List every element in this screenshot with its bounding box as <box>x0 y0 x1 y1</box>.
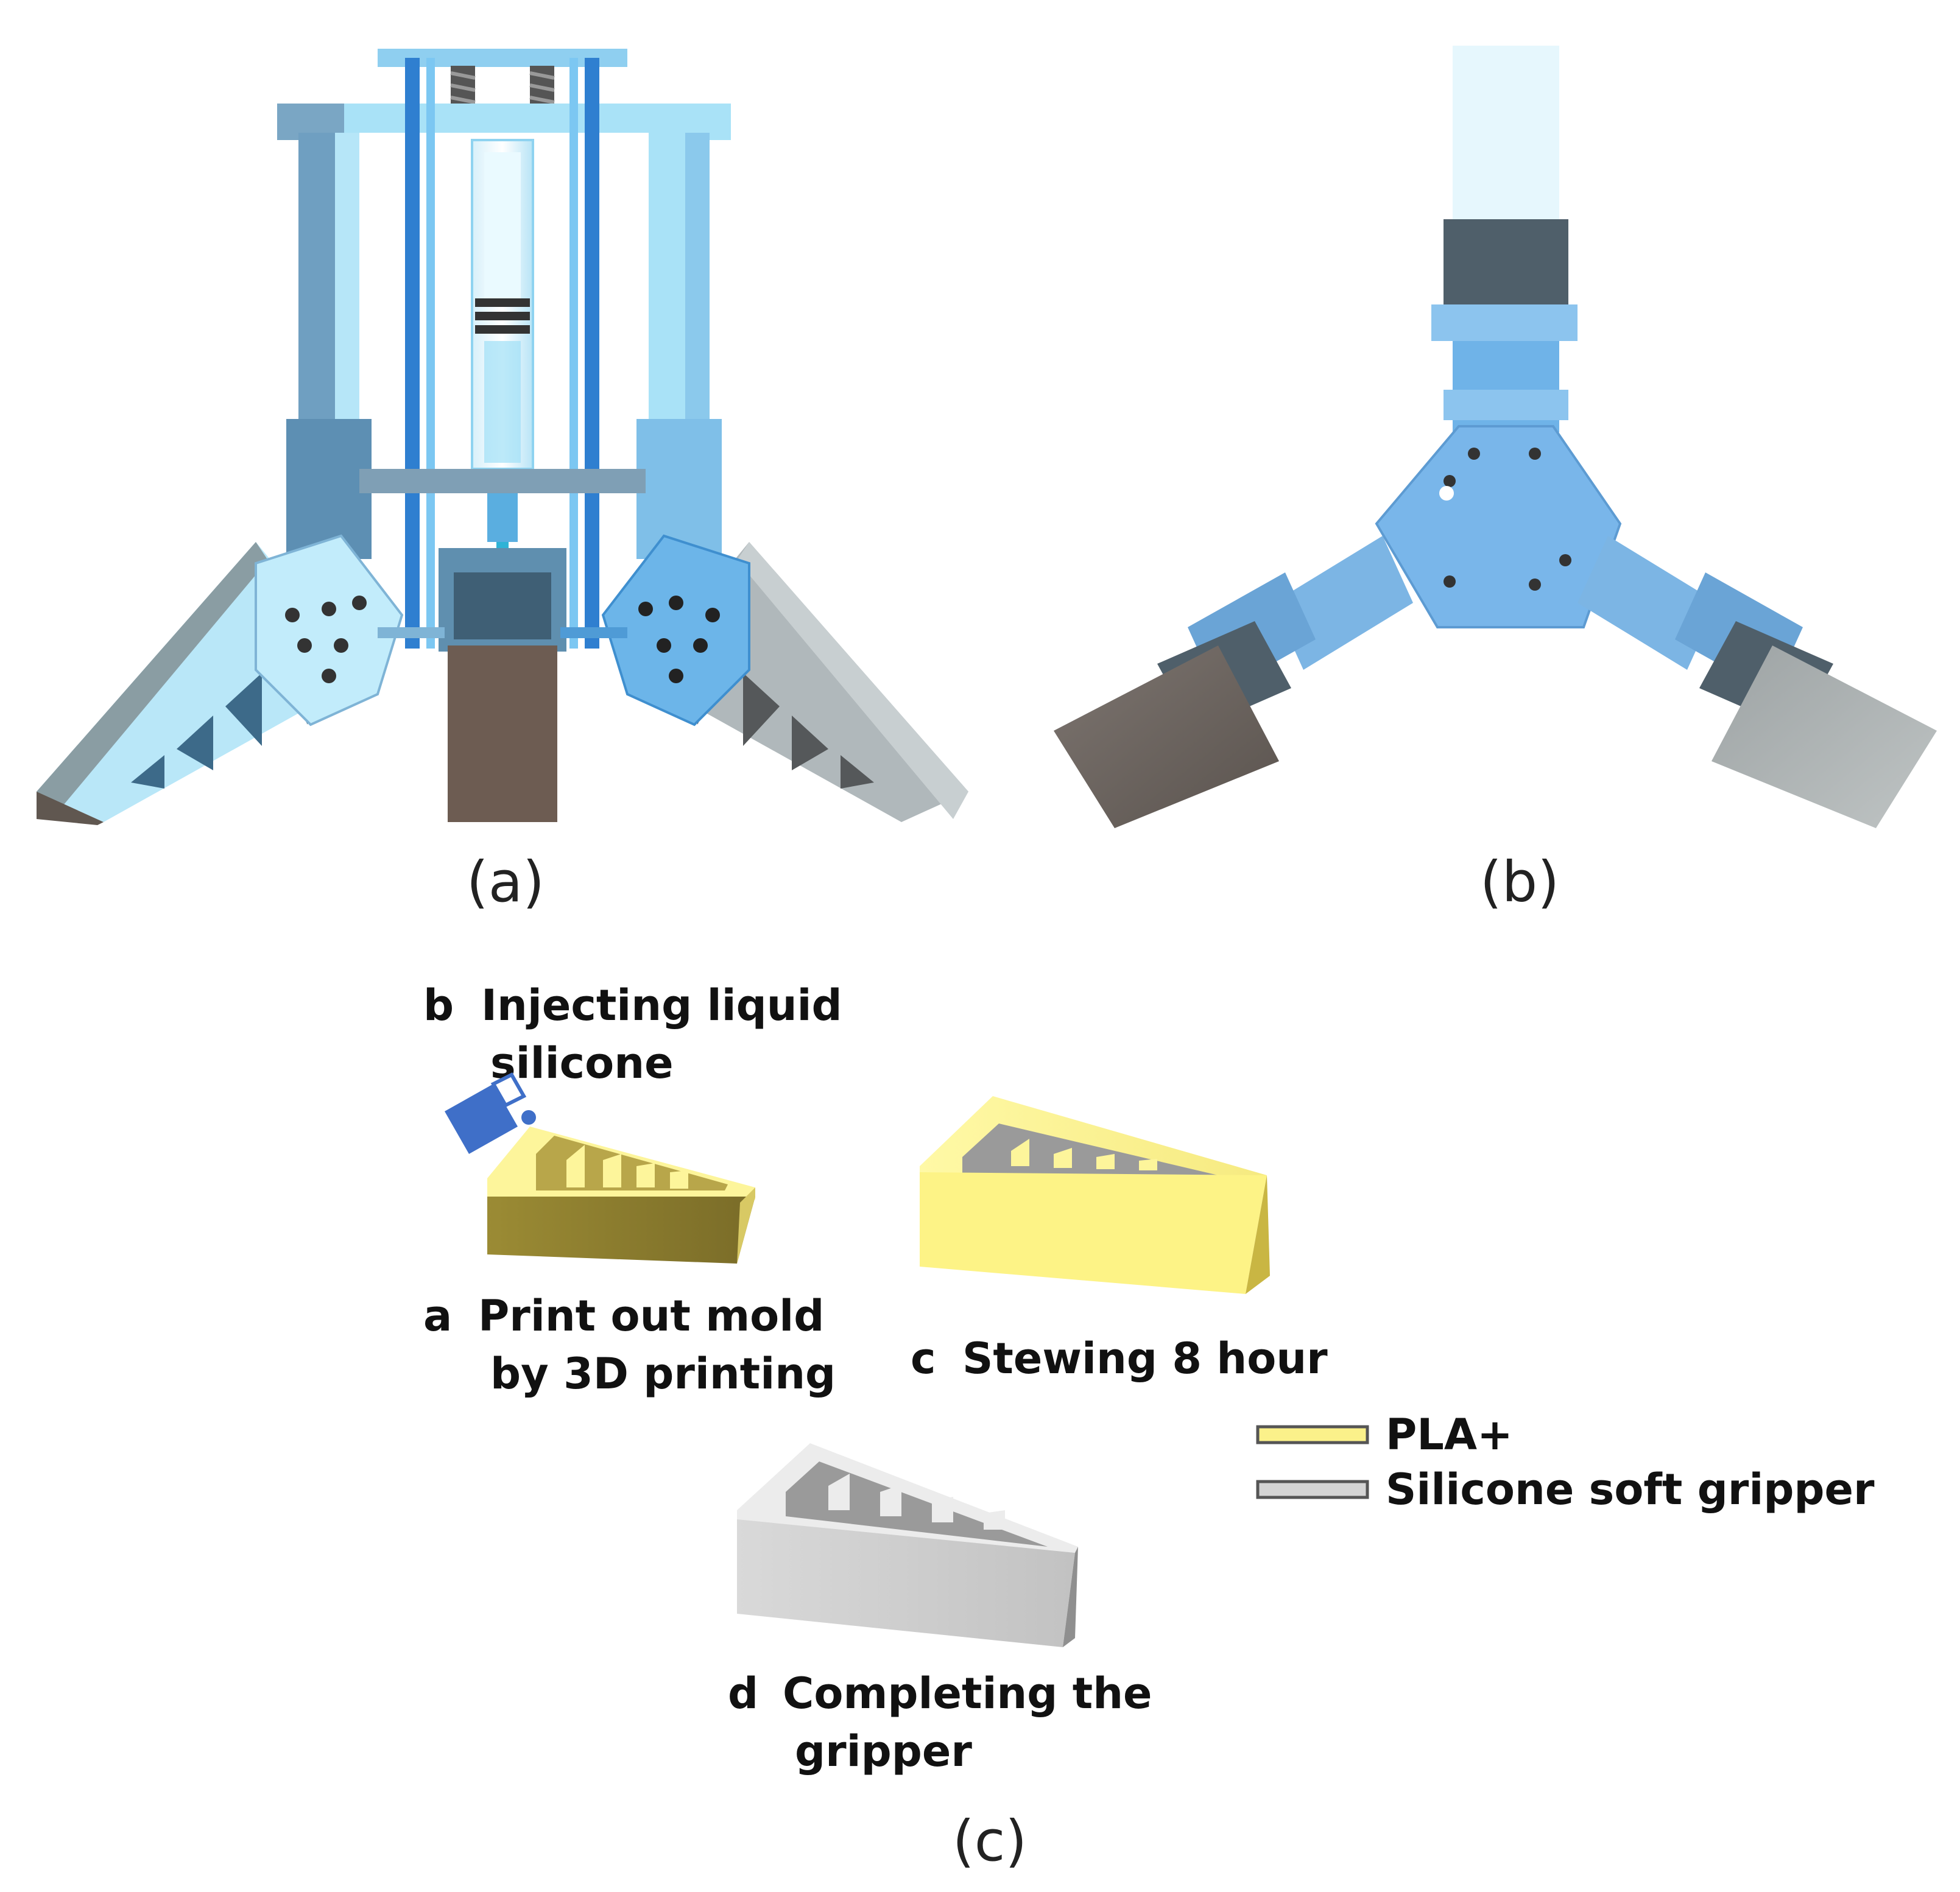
left-finger <box>37 534 445 825</box>
step-b-label: b Injecting liquid silicone <box>423 980 842 1088</box>
step-a-line1: Print out mold <box>478 1291 824 1341</box>
step-c-label: c Stewing 8 hour <box>911 1334 1328 1384</box>
silicone-bottle-icon <box>445 1072 536 1154</box>
lower-right-finger <box>1578 536 1937 828</box>
legend-label-silicone: Silicone soft gripper <box>1386 1465 1875 1514</box>
lower-left-finger <box>1054 536 1413 828</box>
mold-printed <box>487 1127 755 1264</box>
legend: PLA+ Silicone soft gripper <box>1256 1410 1875 1514</box>
rod-left-inner <box>426 58 435 649</box>
step-b-line2: silicone <box>490 1038 674 1088</box>
step-d-line1: Completing the <box>783 1669 1152 1718</box>
step-a-label: a Print out mold by 3D printing <box>423 1291 836 1399</box>
legend-swatch-silicone <box>1256 1480 1369 1499</box>
leg-right-upper <box>649 133 685 419</box>
panel-label-c: (c) <box>953 1809 1027 1874</box>
step-d-label: d Completing the gripper <box>728 1669 1152 1776</box>
center-finger <box>448 645 557 822</box>
mid-cross-beam <box>359 469 646 493</box>
rod-right-inner <box>569 58 578 649</box>
hex-hub <box>1375 425 1622 628</box>
panel-label-a: (a) <box>467 849 545 915</box>
leg-left-upper <box>298 133 335 419</box>
step-d-letter: d <box>728 1669 758 1718</box>
panel-label-b: (b) <box>1480 849 1559 915</box>
mold-filled <box>920 1096 1270 1294</box>
rod-left-outer <box>405 58 420 649</box>
step-a-line2: by 3D printing <box>490 1349 836 1399</box>
panel-b-illustration <box>1054 46 1937 828</box>
syringe-nozzle <box>487 493 518 542</box>
legend-label-pla: PLA+ <box>1386 1410 1513 1460</box>
step-c-line1: Stewing 8 hour <box>962 1334 1328 1384</box>
step-b-line1: Injecting liquid <box>481 980 842 1030</box>
step-d-line2: gripper <box>795 1726 972 1776</box>
lower-right-finger-silicone <box>1711 645 1937 828</box>
step-b-letter: b <box>423 980 454 1030</box>
completed-gripper <box>737 1443 1078 1647</box>
rod-right-outer <box>585 58 599 649</box>
leg-left-lower <box>286 419 372 559</box>
top-finger-silicone <box>1453 46 1559 253</box>
top-finger-bracket <box>1431 304 1578 341</box>
lower-left-finger-silicone <box>1054 645 1279 828</box>
left-joint-plate <box>255 534 404 726</box>
legend-swatch-pla <box>1256 1425 1369 1444</box>
step-a-letter: a <box>423 1291 452 1341</box>
right-joint-plate <box>601 534 750 726</box>
syringe-plunger <box>475 298 530 307</box>
panel-a-illustration <box>37 49 968 825</box>
step-c-letter: c <box>911 1334 936 1384</box>
right-finger <box>560 534 968 822</box>
upper-cross-beam <box>280 104 731 133</box>
